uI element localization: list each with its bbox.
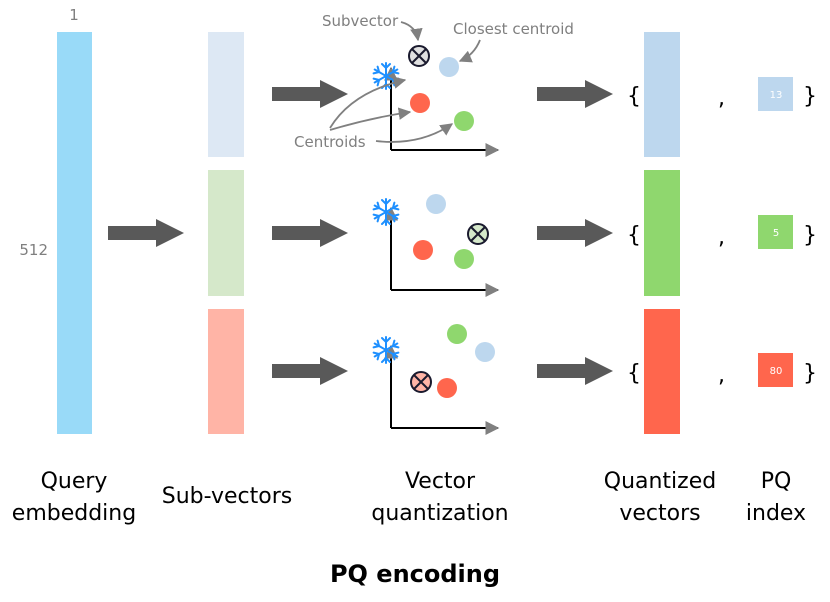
right-arrow-icon — [537, 80, 613, 108]
label-query-line1: Query — [41, 469, 108, 494]
crossed-circle-icon — [408, 45, 430, 67]
label-query-line2: embedding — [12, 501, 136, 526]
label-subvectors: Sub-vectors — [162, 484, 292, 509]
vq-plot-1 — [329, 21, 500, 157]
right-arrow-icon — [537, 219, 613, 247]
right-arrow-icon — [108, 219, 184, 247]
subvector-bar-1 — [208, 32, 244, 157]
annotation-closest-centroid: Closest centroid — [453, 20, 574, 38]
pq-index-box-3 — [758, 353, 793, 387]
centroid-point — [413, 240, 433, 260]
vq-plot-2 — [372, 194, 500, 297]
label-quantized-line2: vectors — [619, 501, 700, 526]
quantized-vector-3 — [644, 309, 680, 434]
closest-centroid-point — [437, 378, 457, 398]
close-brace: } — [803, 223, 817, 248]
pq-index-box-1 — [758, 77, 793, 111]
open-brace: { — [627, 361, 641, 386]
dimension-label-side: 512 — [19, 241, 48, 259]
pq-index-value-1: 13 — [770, 90, 783, 101]
crossed-circle-icon — [410, 371, 432, 393]
query-embedding-bar — [57, 32, 92, 434]
diagram-title: PQ encoding — [330, 560, 500, 588]
comma: , — [718, 363, 725, 388]
close-brace: } — [803, 84, 817, 109]
centroid-point — [410, 93, 430, 113]
label-quantized-line1: Quantized — [604, 469, 716, 494]
pq-index-value-2: 5 — [773, 228, 779, 239]
vq-plot-3 — [372, 324, 500, 435]
right-arrow-icon — [537, 357, 613, 385]
comma: , — [718, 86, 725, 111]
open-brace: { — [627, 84, 641, 109]
subvector-bar-3 — [208, 309, 244, 434]
crossed-circle-icon — [467, 223, 489, 245]
centroid-point — [426, 194, 446, 214]
snowflake-icon — [372, 198, 400, 226]
right-arrow-icon — [272, 219, 348, 247]
annotation-centroids: Centroids — [294, 133, 366, 151]
pq-index-value-3: 80 — [770, 366, 783, 377]
close-brace: } — [803, 361, 817, 386]
label-pq-line2: index — [746, 501, 806, 526]
quantized-vector-2 — [644, 170, 680, 296]
open-brace: { — [627, 223, 641, 248]
centroid-point — [447, 324, 467, 344]
label-vq-line2: quantization — [371, 501, 508, 526]
annotation-subvector: Subvector — [322, 12, 399, 30]
quantized-vector-1 — [644, 32, 680, 157]
closest-centroid-point — [439, 57, 459, 77]
label-pq-line1: PQ — [761, 469, 792, 494]
right-arrow-icon — [272, 357, 348, 385]
comma: , — [718, 225, 725, 250]
snowflake-icon — [372, 336, 400, 364]
closest-centroid-point — [454, 249, 474, 269]
centroid-point — [475, 342, 495, 362]
centroid-point — [454, 111, 474, 131]
right-arrow-icon — [272, 80, 348, 108]
pq-index-box-2 — [758, 215, 793, 249]
subvector-bar-2 — [208, 170, 244, 296]
dimension-label-top: 1 — [69, 6, 79, 24]
label-vq-line1: Vector — [405, 469, 476, 494]
